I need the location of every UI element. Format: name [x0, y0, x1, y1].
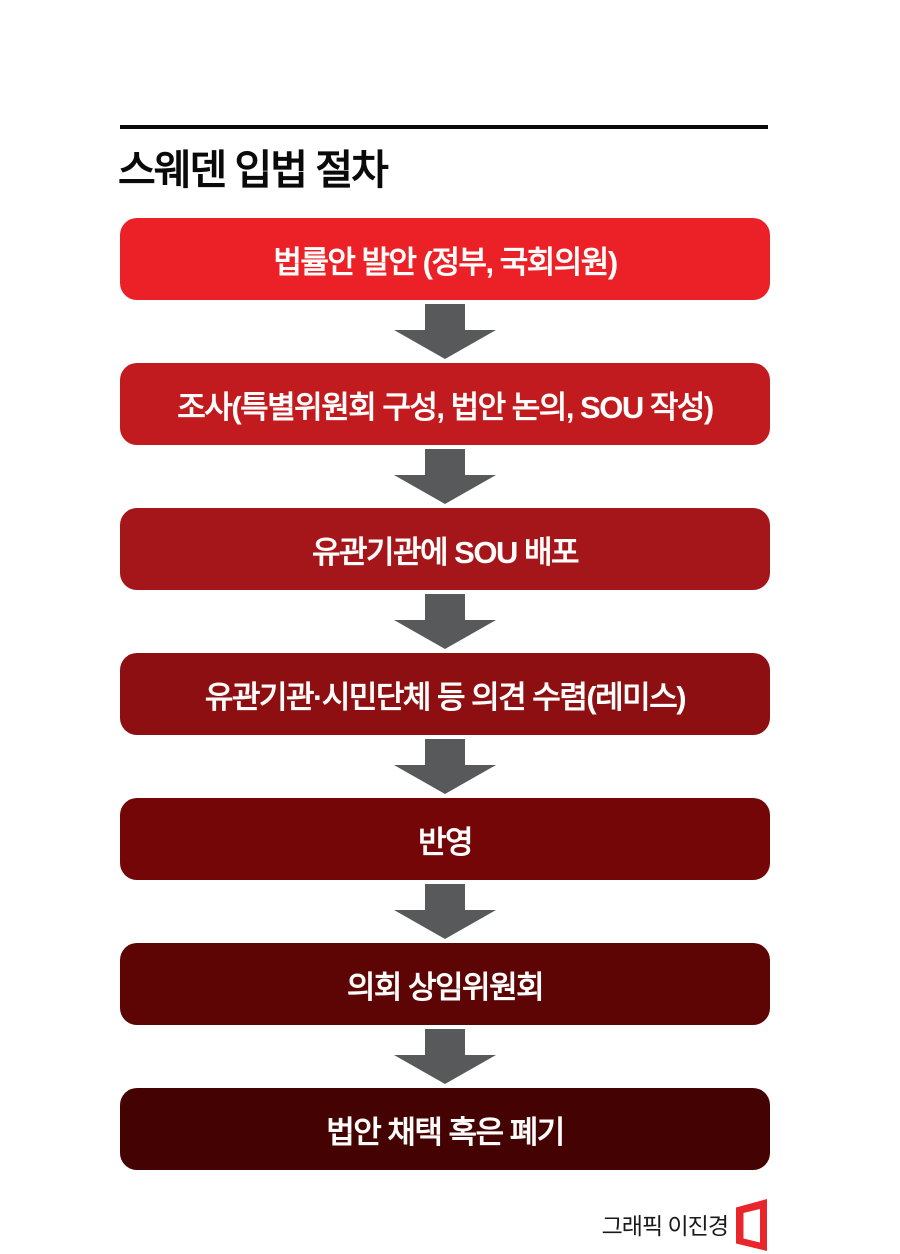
down-arrow-icon: [394, 739, 496, 794]
down-arrow-icon: [394, 884, 496, 939]
down-arrow-icon: [394, 1029, 496, 1084]
flow-chart: 법률안 발안 (정부, 국회의원) 조사(특별위원회 구성, 법안 논의, SO…: [120, 218, 770, 1170]
flow-step-label: 조사(특별위원회 구성, 법안 논의, SOU 작성): [177, 389, 714, 425]
flow-arrow: [394, 445, 496, 508]
flow-step-label: 반영: [417, 824, 474, 860]
footer-credit: 그래픽 이진경: [601, 1213, 729, 1239]
flow-step: 반영: [120, 798, 770, 880]
flow-arrow: [394, 1025, 496, 1088]
down-arrow-icon: [394, 304, 496, 359]
flow-step: 유관기관·시민단체 등 의견 수렴(레미스): [120, 653, 770, 735]
flow-step-label: 법률안 발안 (정부, 국회의원): [273, 244, 618, 280]
flow-arrow: [394, 880, 496, 943]
flow-step-label: 법안 채택 혹은 폐기: [326, 1114, 565, 1150]
flow-step-label: 유관기관·시민단체 등 의견 수렴(레미스): [204, 679, 687, 715]
flow-step: 조사(특별위원회 구성, 법안 논의, SOU 작성): [120, 363, 770, 445]
flow-step: 유관기관에 SOU 배포: [120, 508, 770, 590]
flow-step-label: 유관기관에 SOU 배포: [311, 534, 580, 570]
title-rule: [120, 125, 768, 129]
flow-arrow: [394, 300, 496, 363]
down-arrow-icon: [394, 449, 496, 504]
publisher-logo-icon: [736, 1199, 767, 1251]
down-arrow-icon: [394, 594, 496, 649]
flow-step: 의회 상임위원회: [120, 943, 770, 1025]
flow-step-label: 의회 상임위원회: [346, 969, 545, 1005]
flow-arrow: [394, 590, 496, 653]
flow-step: 법률안 발안 (정부, 국회의원): [120, 218, 770, 300]
flow-step: 법안 채택 혹은 폐기: [120, 1088, 770, 1170]
flow-arrow: [394, 735, 496, 798]
page-title: 스웨덴 입법 절차: [118, 147, 389, 193]
